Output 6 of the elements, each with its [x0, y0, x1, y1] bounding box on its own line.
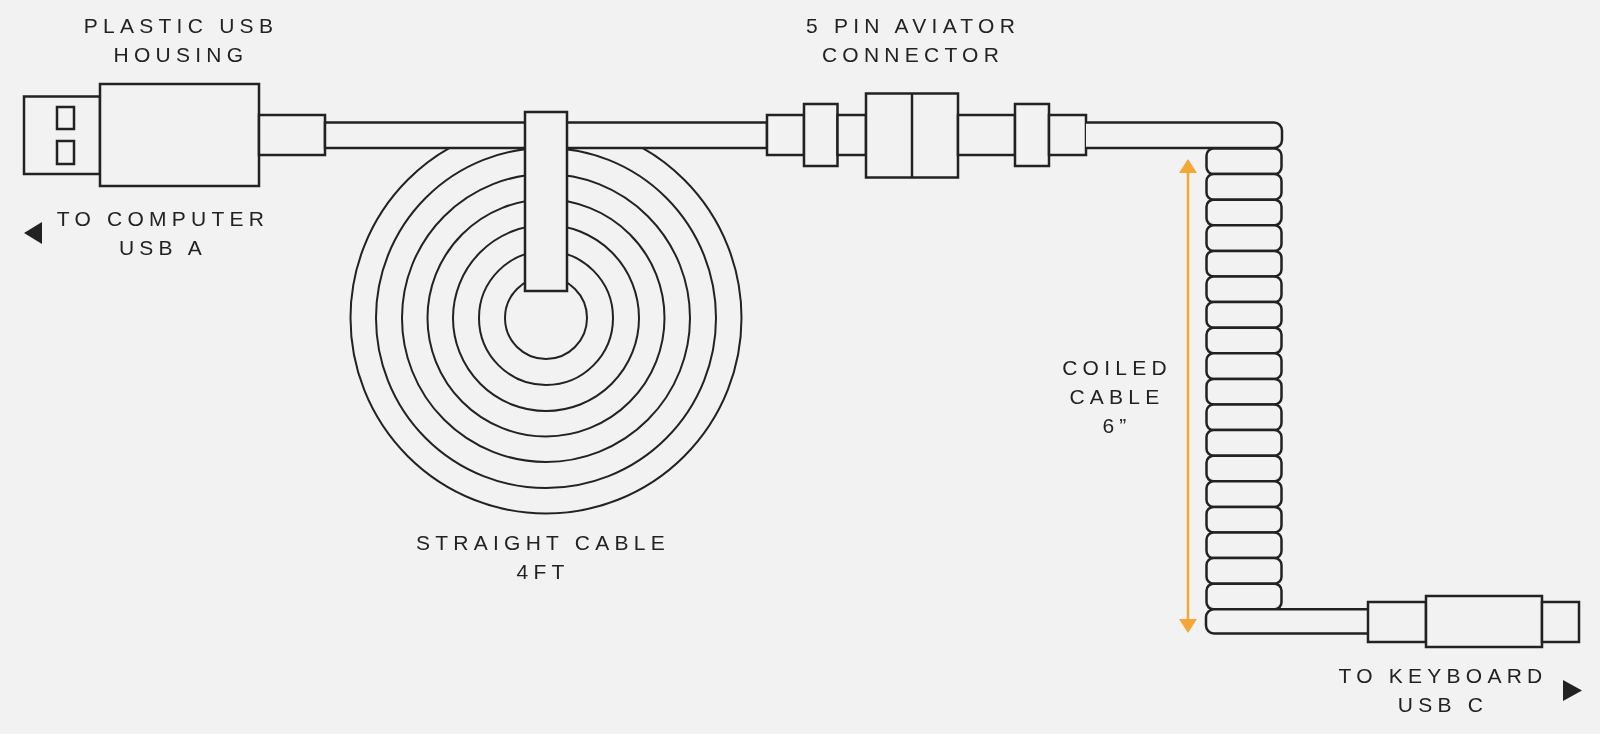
end-label: TO COMPUTER USB A	[55, 206, 271, 261]
end-label: TO KEYBOARD USB C	[1337, 663, 1549, 718]
length-label: COILED CABLE 6”	[1061, 355, 1173, 439]
length-label: STRAIGHT CABLE 4FT	[415, 530, 671, 585]
part-label: 5 PIN AVIATOR CONNECTOR	[804, 13, 1022, 68]
part-label: PLASTIC USB HOUSING	[82, 13, 280, 68]
